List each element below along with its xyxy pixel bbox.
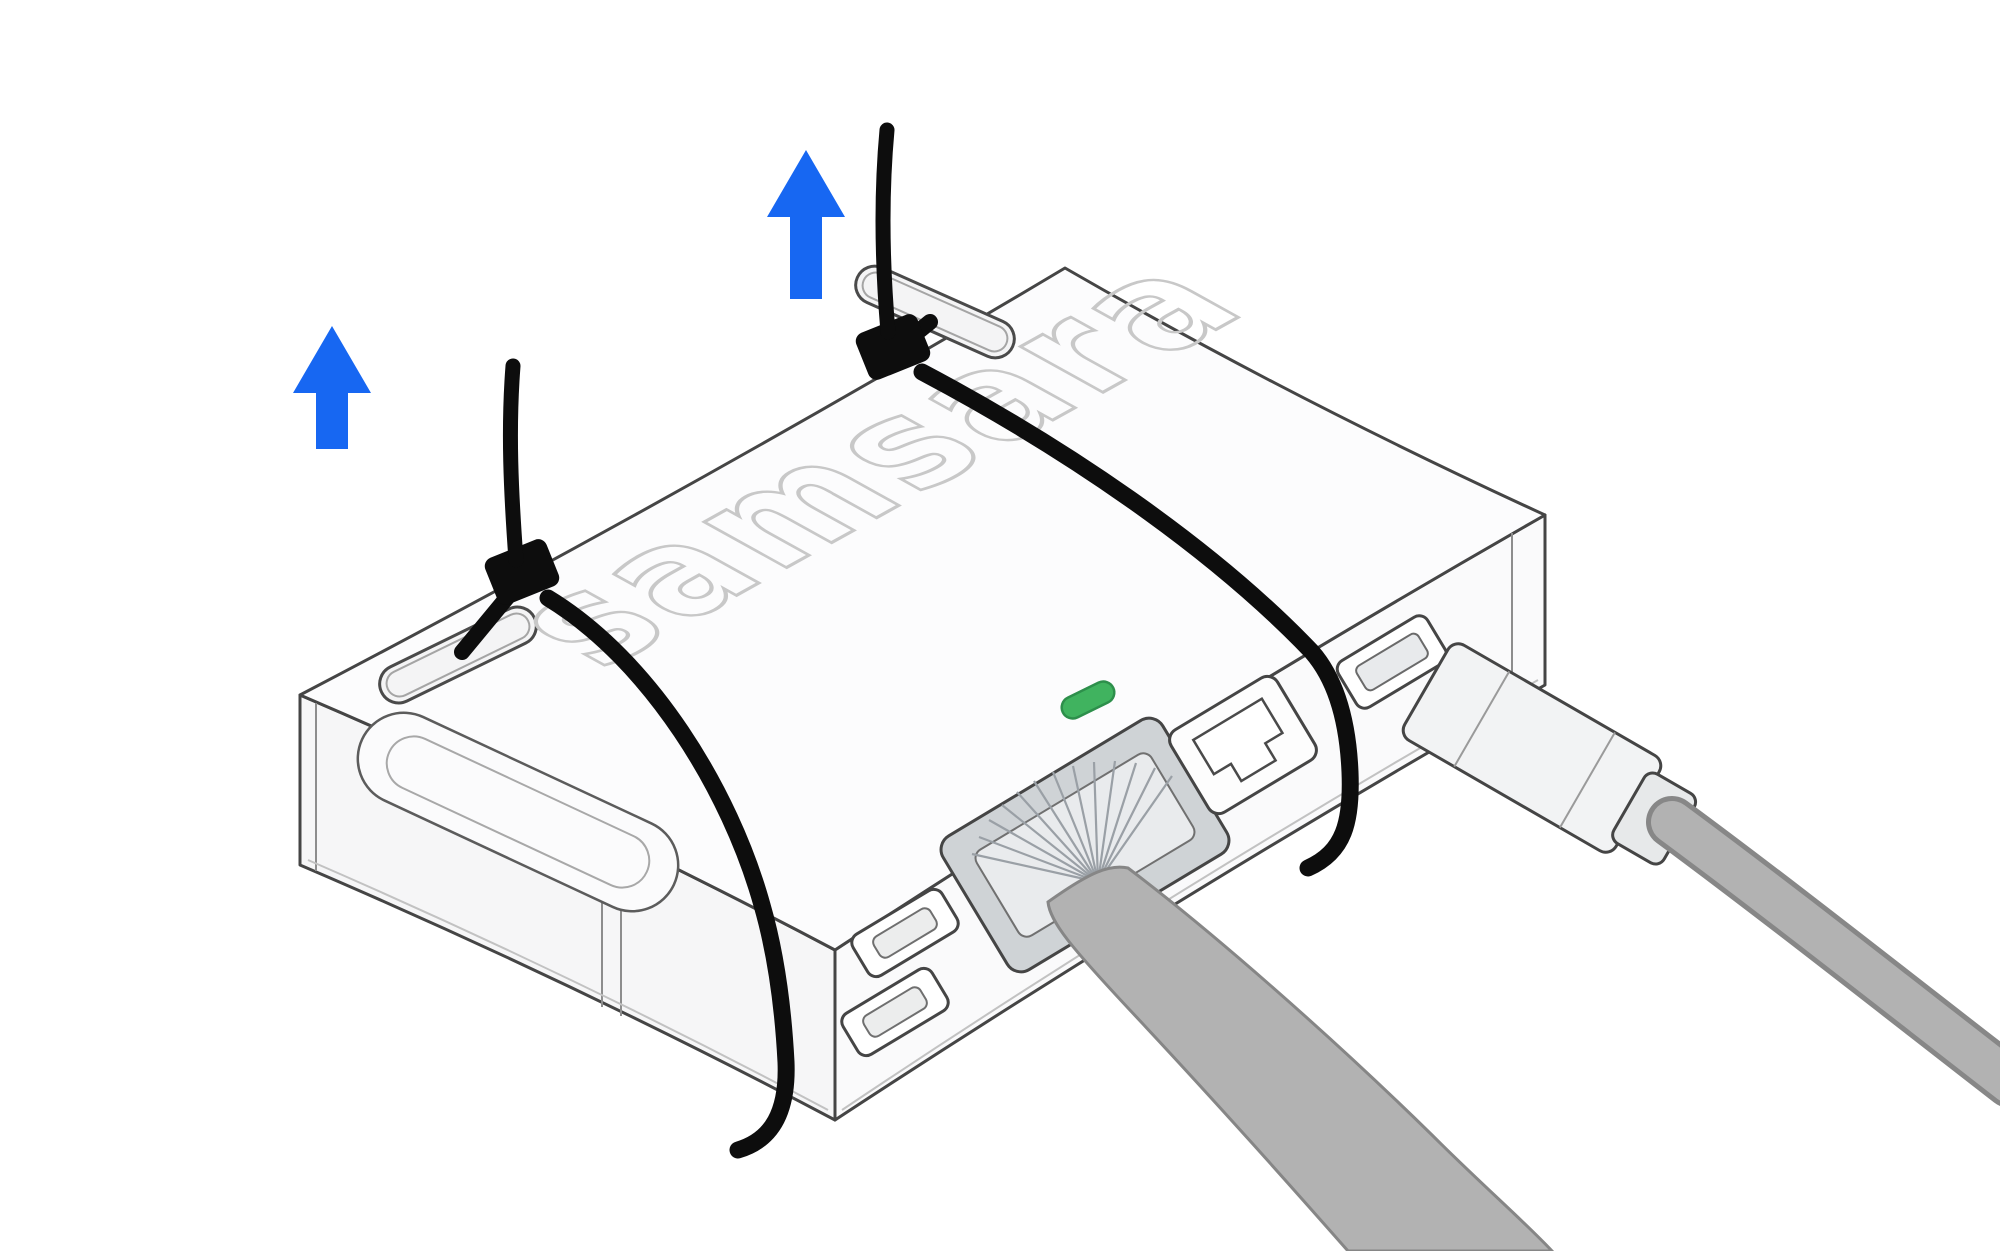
accessory-port xyxy=(1168,674,1318,816)
usb-cable xyxy=(1651,801,2000,1101)
usb-port xyxy=(1335,614,1449,710)
zip-tie-right-tail xyxy=(875,122,896,340)
pull-up-arrow-right xyxy=(767,150,845,299)
zip-tie-left-head xyxy=(484,539,560,605)
zip-tie-right xyxy=(855,122,1359,877)
zip-tie-right-head xyxy=(855,314,931,380)
zip-tie-left-band xyxy=(539,589,795,1159)
zip-tie-left-tail xyxy=(502,358,524,568)
bottom-rim-left xyxy=(307,859,829,1111)
pull-up-arrow-left xyxy=(293,326,371,449)
harness-wire-fan xyxy=(971,760,1173,884)
wiring-harness-cable xyxy=(1046,865,1555,1251)
zip-tie-right-band xyxy=(913,363,1359,877)
status-led xyxy=(1060,680,1116,720)
aux-port-lower xyxy=(840,966,950,1058)
aux-port-upper xyxy=(850,887,960,979)
zip-tie-left xyxy=(454,358,795,1159)
